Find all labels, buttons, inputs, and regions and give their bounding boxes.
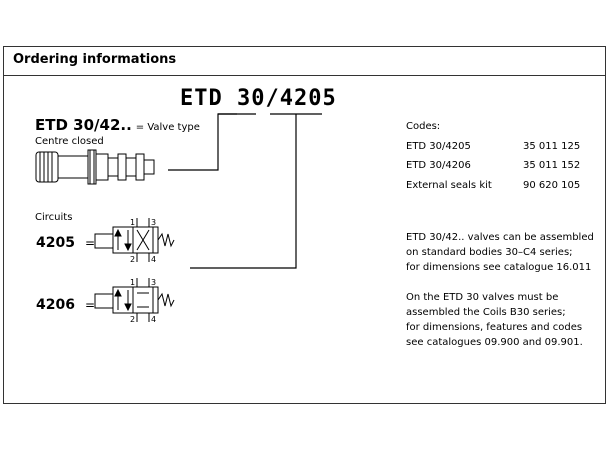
valve-type-line: ETD 30/42..= Valve type [35, 116, 200, 134]
valve-type-label: = Valve type [135, 122, 200, 133]
port-label: 2 [130, 315, 135, 324]
ports-4206: 1 3 2 4 [130, 278, 156, 324]
circuit-4206: 4206 = [36, 297, 95, 313]
ordering-code: ETD 30/4205 [180, 86, 337, 111]
leader-circuit [190, 114, 297, 269]
port-label: 4 [151, 315, 156, 324]
circuits-label: Circuits [35, 212, 73, 223]
code-row: ETD 30/4206 35 011 152 [406, 160, 586, 171]
cartridge-valve-drawing [35, 149, 155, 185]
circuit-4205-eq: = [84, 236, 96, 250]
page-title: Ordering informations [13, 52, 177, 67]
port-label: 3 [151, 218, 156, 227]
note-line: for dimensions, features and codes [406, 322, 583, 333]
code-value: 35 011 125 [523, 141, 581, 152]
port-label: 3 [151, 278, 156, 287]
note-line: on standard bodies 30–C4 series; [406, 247, 573, 258]
port-label: 4 [151, 255, 156, 264]
code-row: External seals kit 90 620 105 [406, 180, 586, 191]
note-line: see catalogues 09.900 and 09.901. [406, 337, 583, 348]
port-label: 1 [130, 218, 135, 227]
note-coils: On the ETD 30 valves must be assembled t… [406, 290, 601, 350]
ports-4205: 1 3 2 4 [130, 218, 156, 264]
codes-label: Codes: [406, 121, 441, 132]
note-line: ETD 30/42.. valves can be assembled [406, 232, 594, 243]
note-line: On the ETD 30 valves must be [406, 292, 559, 303]
title-bar [3, 46, 606, 76]
code-name: External seals kit [406, 180, 492, 191]
note-line: assembled the Coils B30 series; [406, 307, 566, 318]
port-label: 2 [130, 255, 135, 264]
code-value: 90 620 105 [523, 180, 581, 191]
circuit-4205: 4205 = [36, 235, 95, 251]
valve-type-code: ETD 30/42.. [35, 116, 132, 134]
symbol-4205 [94, 218, 175, 262]
leader-lines [168, 113, 322, 269]
symbol-4206 [94, 278, 175, 322]
leader-valve [168, 113, 237, 171]
code-name: ETD 30/4205 [406, 141, 471, 152]
code-row: ETD 30/4205 35 011 125 [406, 141, 586, 152]
code-name: ETD 30/4206 [406, 160, 471, 171]
centre-label: Centre closed [35, 136, 104, 147]
circuit-4206-code: 4206 [36, 297, 75, 313]
port-label: 1 [130, 278, 135, 287]
note-line: for dimensions see catalogue 16.011 [406, 262, 592, 273]
note-bodies: ETD 30/42.. valves can be assembled on s… [406, 230, 601, 275]
circuit-4206-eq: = [84, 298, 96, 312]
circuit-4205-code: 4205 [36, 235, 75, 251]
code-value: 35 011 152 [523, 160, 581, 171]
